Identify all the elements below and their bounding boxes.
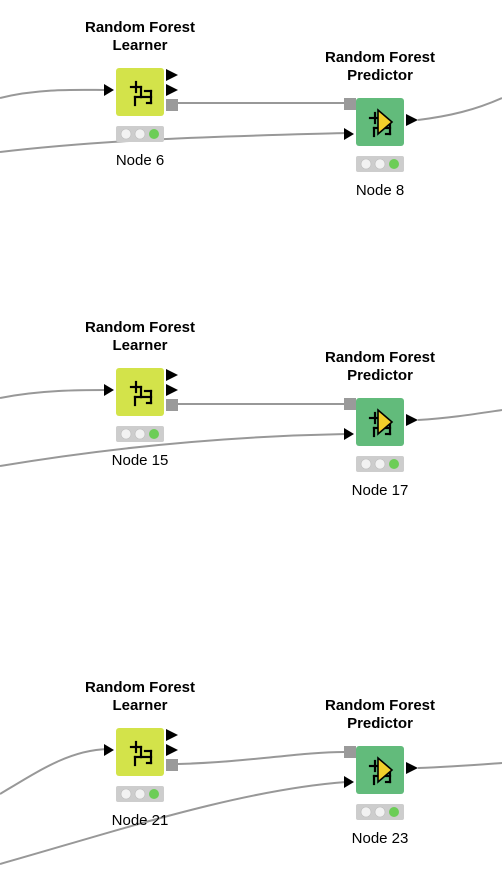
connection-wire[interactable] xyxy=(417,762,502,769)
learner-output-port-1[interactable] xyxy=(166,369,178,381)
tree-ensemble-learner-icon xyxy=(129,380,153,407)
tree-ensemble-learner-icon xyxy=(129,80,153,107)
learner-title-line2: Learner xyxy=(112,337,168,354)
predictor-output-port[interactable] xyxy=(406,114,418,126)
learner-title-line2: Learner xyxy=(112,37,168,54)
predictor-status-off-red xyxy=(360,458,372,470)
learner-input-port[interactable] xyxy=(104,744,114,756)
connection-wire[interactable] xyxy=(417,409,502,421)
learner-model-output-port[interactable] xyxy=(166,99,178,111)
predictor-output-port[interactable] xyxy=(406,414,418,426)
learner-input-port[interactable] xyxy=(104,384,114,396)
learner-status-green-light xyxy=(149,429,159,439)
connection-wire[interactable] xyxy=(177,751,345,765)
connection-wire[interactable] xyxy=(417,97,502,121)
learner-model-output-port[interactable] xyxy=(166,759,178,771)
predictor-title-line2: Predictor xyxy=(347,367,413,384)
predictor-model-input-port[interactable] xyxy=(344,398,356,410)
predictor-title-line2: Predictor xyxy=(347,67,413,84)
predictor-title-line1: Random Forest xyxy=(324,697,435,714)
predict-arrow-icon xyxy=(377,108,394,136)
connection-wire[interactable] xyxy=(0,132,347,153)
predictor-status-green-light xyxy=(389,807,399,817)
predictor-title-line1: Random Forest xyxy=(324,349,435,366)
connection-wire[interactable] xyxy=(0,433,347,467)
predictor-status-off-red xyxy=(360,806,372,818)
predictor-data-input-port[interactable] xyxy=(344,428,354,440)
learner-node-label[interactable]: Node 21 xyxy=(111,812,169,829)
learner-output-port-2[interactable] xyxy=(166,384,178,396)
predictor-node-label[interactable]: Node 23 xyxy=(351,830,409,847)
predictor-data-input-port[interactable] xyxy=(344,128,354,140)
learner-status-green-light xyxy=(149,789,159,799)
learner-status-off-red xyxy=(120,428,132,440)
predictor-status-off-red xyxy=(360,158,372,170)
predictor-model-input-port[interactable] xyxy=(344,98,356,110)
learner-status-off-yellow xyxy=(134,128,146,140)
predictor-status-green-light xyxy=(389,459,399,469)
predictor-node-label[interactable]: Node 17 xyxy=(351,482,409,499)
learner-status-off-red xyxy=(120,788,132,800)
learner-output-port-2[interactable] xyxy=(166,84,178,96)
predictor-status-off-yellow xyxy=(374,806,386,818)
learner-title-line1: Random Forest xyxy=(84,19,195,36)
predictor-title-line1: Random Forest xyxy=(324,49,435,66)
predictor-model-input-port[interactable] xyxy=(344,746,356,758)
predictor-title-line2: Predictor xyxy=(347,715,413,732)
connection-wire[interactable] xyxy=(0,781,347,865)
connection-wire[interactable] xyxy=(0,389,109,399)
learner-output-port-2[interactable] xyxy=(166,744,178,756)
learner-input-port[interactable] xyxy=(104,84,114,96)
learner-output-port-1[interactable] xyxy=(166,69,178,81)
learner-model-output-port[interactable] xyxy=(166,399,178,411)
predictor-output-port[interactable] xyxy=(406,762,418,774)
connection-wire[interactable] xyxy=(0,88,109,99)
learner-status-green-light xyxy=(149,129,159,139)
learner-title-line2: Learner xyxy=(112,697,168,714)
learner-status-off-yellow xyxy=(134,788,146,800)
predict-arrow-icon xyxy=(377,408,394,436)
learner-node-label[interactable]: Node 15 xyxy=(111,452,169,469)
learner-node-label[interactable]: Node 6 xyxy=(115,152,165,169)
predict-arrow-icon xyxy=(377,756,394,784)
learner-status-off-yellow xyxy=(134,428,146,440)
predictor-status-green-light xyxy=(389,159,399,169)
tree-ensemble-learner-icon xyxy=(129,740,153,767)
connection-wire[interactable] xyxy=(0,748,109,795)
predictor-status-off-yellow xyxy=(374,458,386,470)
predictor-node-label[interactable]: Node 8 xyxy=(355,182,405,199)
learner-status-off-red xyxy=(120,128,132,140)
predictor-data-input-port[interactable] xyxy=(344,776,354,788)
learner-title-line1: Random Forest xyxy=(84,679,195,696)
predictor-status-off-yellow xyxy=(374,158,386,170)
learner-title-line1: Random Forest xyxy=(84,319,195,336)
learner-output-port-1[interactable] xyxy=(166,729,178,741)
